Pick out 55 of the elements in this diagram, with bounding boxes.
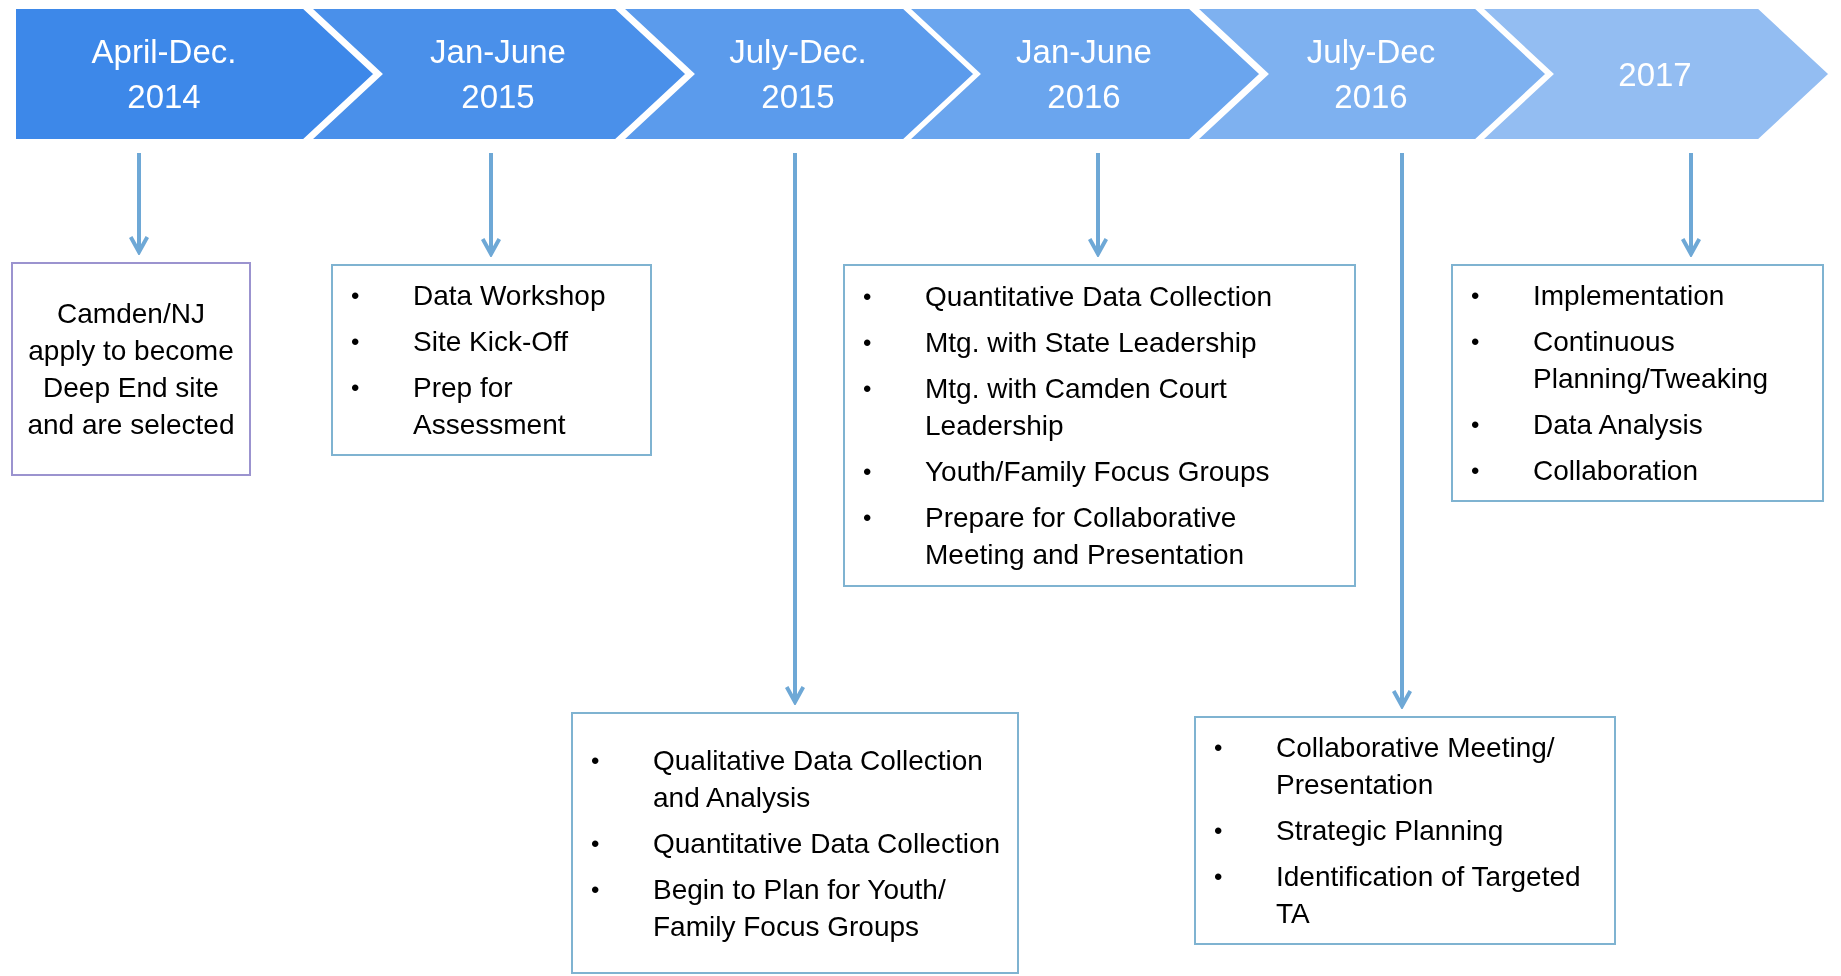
bullet-marker: • [591, 745, 601, 776]
bullet-marker: • [351, 373, 361, 403]
bullet-item: Quantitative Data Collection [925, 280, 1273, 314]
bullet-marker: • [863, 374, 873, 404]
text-box [1194, 716, 1616, 945]
bullet-marker: • [863, 282, 873, 312]
bullet-item: Collaboration [1533, 454, 1698, 488]
bullet-item: Mtg. with Camden Court Leadership [925, 372, 1228, 443]
bullet-marker: • [1471, 327, 1481, 357]
bullet-item: Youth/Family Focus Groups [925, 455, 1270, 489]
period-label: Jan-June 2016 [1015, 32, 1153, 117]
arrow [1680, 153, 1702, 256]
bullet-marker: • [351, 327, 361, 357]
box-text: Camden/NJ apply to become Deep End site and are selected [26, 297, 236, 442]
bullet-marker: • [351, 281, 361, 311]
bullet-marker: • [591, 874, 601, 905]
arrow [1391, 153, 1413, 708]
bullet-marker: • [1471, 281, 1481, 311]
bullet-item: Qualitative Data Collection and Analysis [653, 743, 984, 815]
arrow [784, 153, 806, 704]
bullet-marker: • [1214, 733, 1224, 763]
text-box [1451, 264, 1824, 502]
bullet-item: Quantitative Data Collection [653, 826, 1001, 861]
bullet-marker: • [863, 328, 873, 358]
text-box [11, 262, 251, 476]
bullet-marker: • [1471, 410, 1481, 440]
bullet-marker: • [1471, 456, 1481, 486]
bullet-item: Prepare for Collaborative Meeting and Presentation [925, 501, 1246, 572]
text-box [843, 264, 1356, 587]
text-box [571, 712, 1019, 974]
arrow [480, 153, 502, 256]
bullet-item: Mtg. with State Leadership [925, 326, 1257, 360]
arrow [1087, 153, 1109, 256]
bullet-item: Strategic Planning [1276, 814, 1504, 848]
period-label: July-Dec 2016 [1305, 32, 1437, 117]
text-box [331, 264, 652, 456]
period-label: Jan-June 2015 [429, 32, 567, 117]
bullet-item: Begin to Plan for Youth/ Family Focus Groups [653, 872, 947, 944]
bullet-item: Site Kick-Off [413, 325, 569, 359]
bullet-marker: • [1214, 862, 1224, 892]
period-label: April-Dec. 2014 [90, 32, 238, 117]
bullet-marker: • [1214, 816, 1224, 846]
arrow [128, 153, 150, 254]
period-label: July-Dec. 2015 [728, 32, 868, 117]
bullet-marker: • [591, 828, 601, 859]
period-label: 2017 [1617, 54, 1693, 95]
bullet-item: Implementation [1533, 279, 1725, 313]
bullet-item: Data Analysis [1533, 408, 1703, 442]
bullet-marker: • [863, 503, 873, 533]
bullet-item: Identification of Targeted TA [1276, 860, 1582, 931]
bullet-item: Prep for Assessment [413, 371, 567, 442]
bullet-item: Data Workshop [413, 279, 606, 313]
bullet-item: Continuous Planning/Tweaking [1533, 325, 1770, 396]
bullet-marker: • [863, 457, 873, 487]
bullet-item: Collaborative Meeting/ Presentation [1276, 731, 1556, 802]
